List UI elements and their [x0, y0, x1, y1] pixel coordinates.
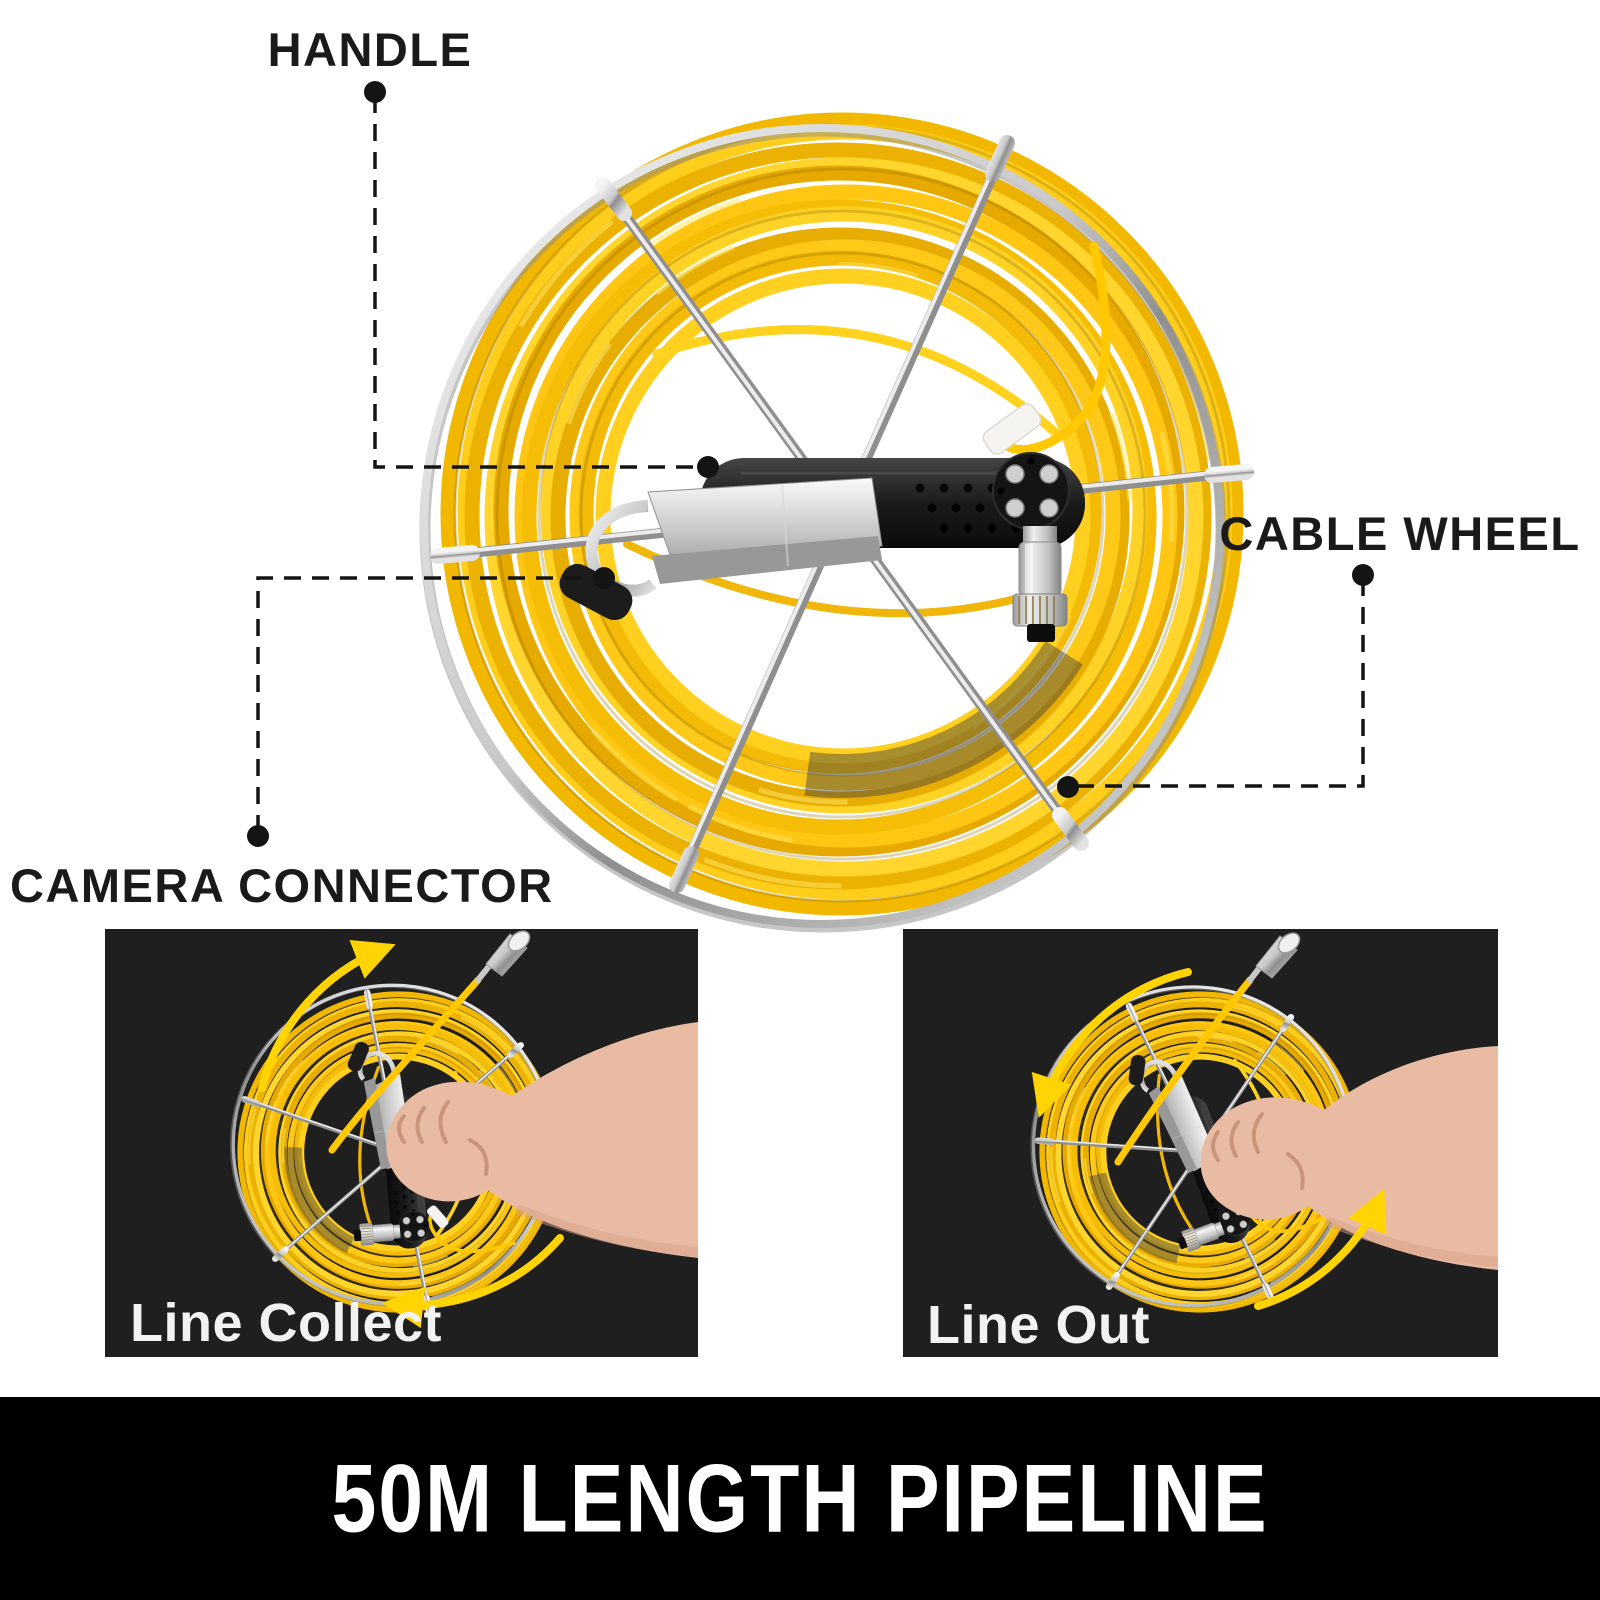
camera-head-right — [1114, 932, 1301, 1166]
camera-connector-leader-line — [256, 576, 600, 832]
line-out-label: Line Out — [927, 1295, 1150, 1355]
banner-title: 50M LENGTH PIPELINE — [331, 1443, 1269, 1552]
callout-dots — [247, 81, 1374, 847]
banner: 50M LENGTH PIPELINE — [0, 1397, 1600, 1600]
cable-wheel-label: CABLE WHEEL — [1219, 507, 1581, 560]
handle-label: HANDLE — [267, 23, 473, 76]
handle-leader-line — [373, 96, 704, 469]
rotation-arrows-left — [258, 939, 564, 1328]
rotation-arrows-right — [1031, 968, 1387, 1310]
cable-wheel-leader-line — [1074, 579, 1365, 788]
rotation-arrow-icon — [1031, 968, 1192, 1118]
rotation-arrow-icon — [381, 1234, 564, 1328]
rotation-arrow-icon — [258, 939, 396, 1092]
camera-head-left — [328, 930, 531, 1154]
rotation-arrow-icon — [1254, 1188, 1387, 1310]
arm-left — [386, 1022, 698, 1258]
line-collect-label: Line Collect — [130, 1293, 443, 1353]
camera-connector-label: CAMERA CONNECTOR — [10, 859, 554, 912]
callout-leaders — [256, 96, 1365, 832]
